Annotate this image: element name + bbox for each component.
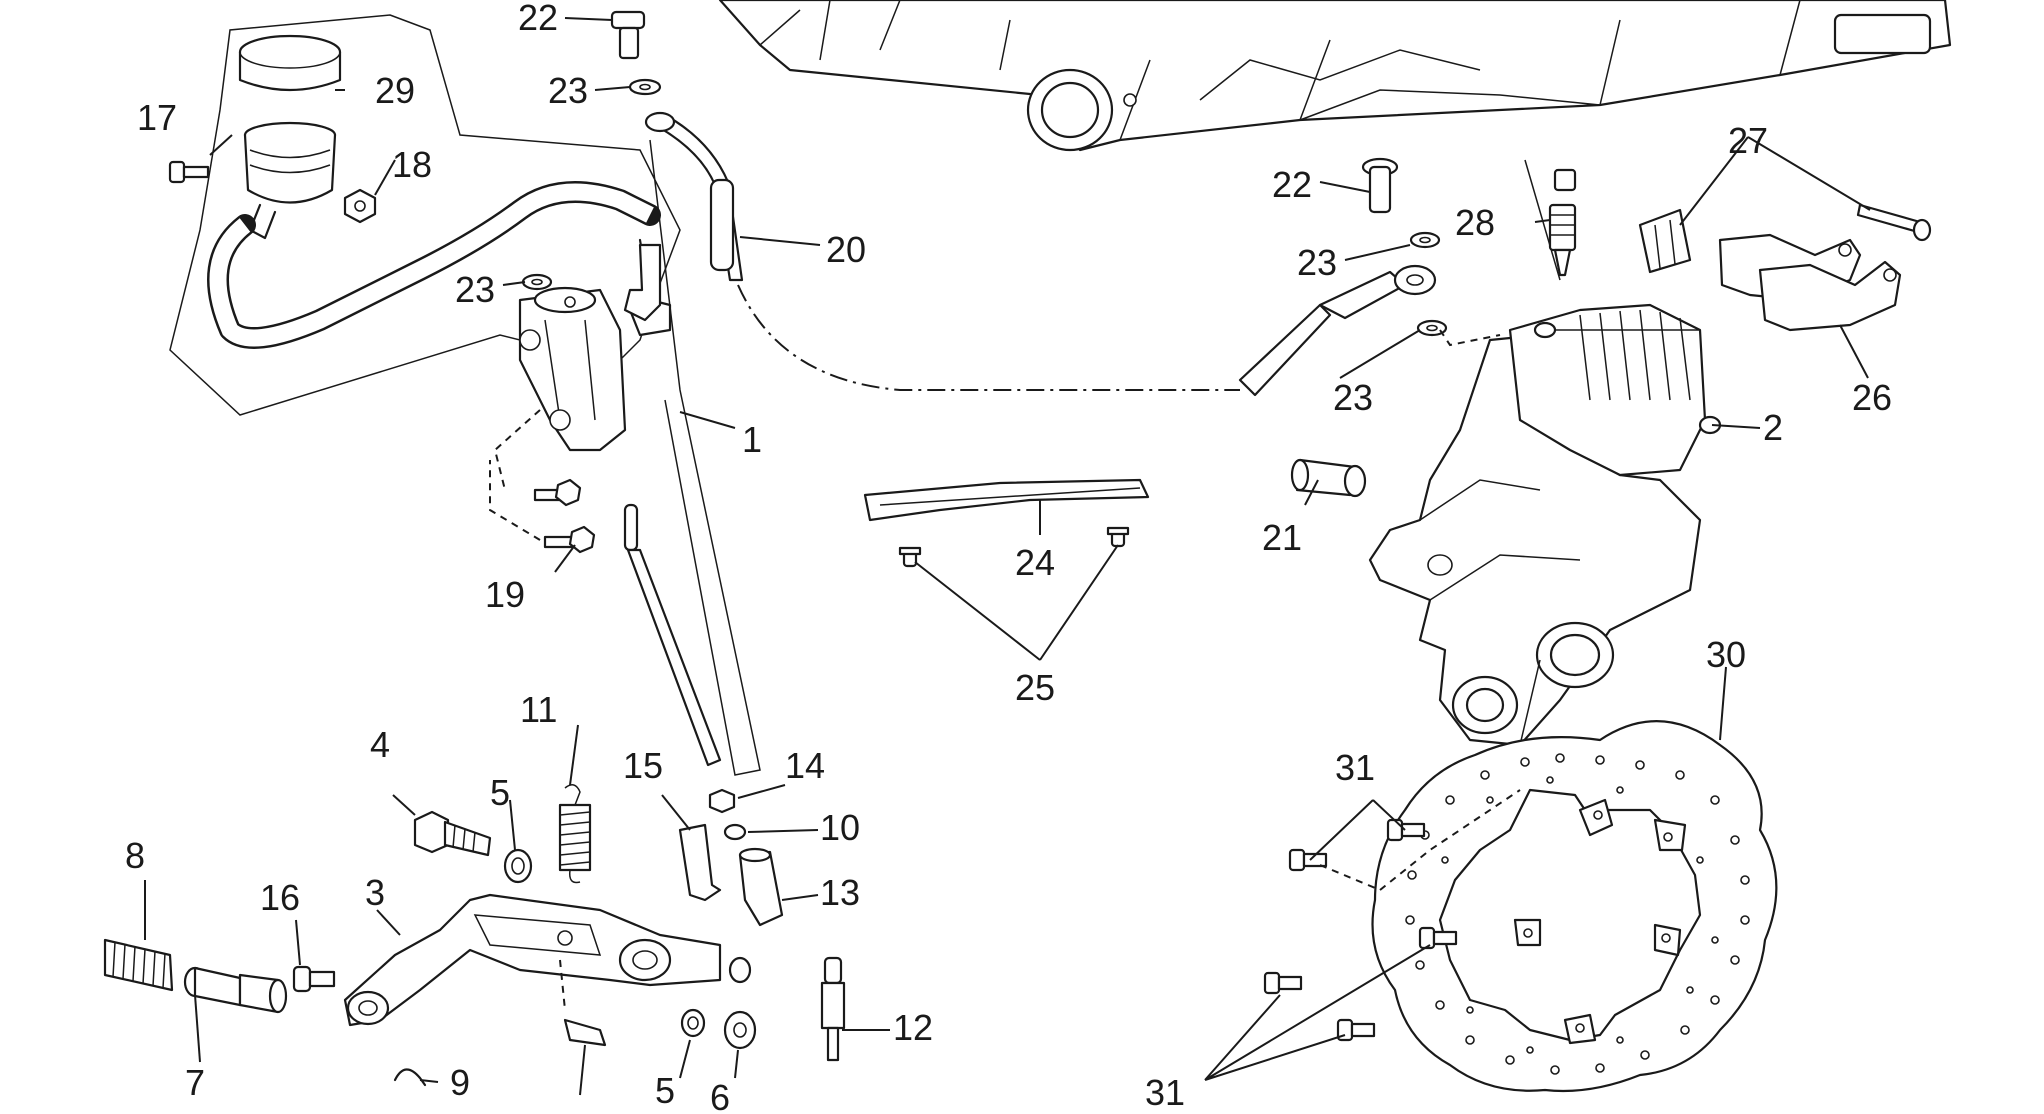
- caliper-carrier-2: [1368, 333, 1702, 747]
- callout-23-right-upper: 23: [1297, 242, 1337, 283]
- nut-18: [343, 188, 377, 224]
- callout-10: 10: [820, 807, 860, 848]
- reservoir-body: [243, 121, 337, 240]
- callout-27: 27: [1728, 120, 1768, 161]
- spring-11: [558, 784, 592, 884]
- pivot-bolt-4: [413, 810, 492, 857]
- callout-24: 24: [1015, 542, 1055, 583]
- mc-bolt-guide: [489, 409, 541, 541]
- callout-22-right: 22: [1272, 164, 1312, 205]
- pushrod: [623, 503, 722, 767]
- pad-spring-27: [1638, 208, 1692, 274]
- disc-bolt-31-d: [1263, 971, 1303, 995]
- callout-9: 9: [450, 1062, 470, 1103]
- callout-16: 16: [260, 877, 300, 918]
- caliper-body-2: [1508, 303, 1722, 477]
- callout-23-right-lower: 23: [1333, 377, 1373, 418]
- washer-5-upper: [503, 848, 533, 884]
- reservoir-cap: [238, 34, 342, 92]
- callout-29: 29: [375, 70, 415, 111]
- callout-13: 13: [820, 872, 860, 913]
- callout-4: 4: [370, 724, 390, 765]
- hose-end-caliper: [1238, 264, 1437, 397]
- pin-16: [292, 965, 336, 993]
- leader-lines: [144, 17, 1871, 1096]
- callout-23-mc: 23: [455, 269, 495, 310]
- caliper-guard-24: [863, 478, 1150, 522]
- callout-28: 28: [1455, 202, 1495, 243]
- washer-23-right-lower: [1416, 319, 1448, 337]
- pedal-rubber-8: [103, 938, 174, 992]
- clevis-fork-13: [738, 847, 784, 927]
- callout-11: 11: [520, 689, 557, 730]
- callout-22-top: 22: [518, 0, 558, 38]
- callout-15: 15: [623, 745, 663, 786]
- callout-26: 26: [1852, 377, 1892, 418]
- callout-19: 19: [485, 574, 525, 615]
- callout-5-lower: 5: [655, 1070, 675, 1111]
- washer-23-mc: [521, 273, 553, 291]
- caliper-hose-guide: [1439, 329, 1501, 347]
- bolt-17: [168, 160, 210, 184]
- screw-25-left: [898, 546, 922, 568]
- screw-25-right: [1106, 526, 1130, 548]
- callout-31-upper: 31: [1335, 747, 1375, 788]
- pedal-peg-7: [183, 966, 288, 1014]
- disc-bolt-31-e: [1336, 1018, 1376, 1042]
- brake-switch-12: [820, 956, 846, 1062]
- master-cylinder: [518, 286, 627, 452]
- callout-12: 12: [893, 1007, 933, 1048]
- small-bushing: [728, 956, 752, 984]
- callout-3: 3: [365, 872, 385, 913]
- clevis-15: [678, 823, 722, 902]
- bolt-19-lower: [543, 525, 596, 554]
- callout-labels: 22 23 29 17 18 20 23 1 19 22 23 23 28 27…: [125, 0, 1892, 1114]
- callout-21: 21: [1262, 517, 1302, 558]
- disc-holes: [1405, 753, 1750, 1075]
- elbow-fitting: [623, 243, 662, 322]
- disc-bolt-31-c: [1418, 926, 1458, 950]
- callout-18: 18: [392, 144, 432, 185]
- brake-disc-30: [1371, 720, 1778, 1093]
- callout-1: 1: [742, 419, 762, 460]
- washer-23-top: [628, 78, 662, 96]
- bleed-valve-28: [1524, 159, 1577, 281]
- swingarm-frame: [718, 0, 1952, 152]
- callout-8: 8: [125, 835, 145, 876]
- pin-32: [559, 959, 607, 1047]
- disc-bolt-guide: [1319, 789, 1521, 892]
- brake-pads-26: [1718, 233, 1902, 332]
- disc-bolt-31-a: [1288, 848, 1328, 872]
- washer-23-right-upper: [1409, 231, 1441, 249]
- callout-7: 7: [185, 1062, 205, 1103]
- brake-rod-1: [649, 139, 761, 776]
- callout-30: 30: [1706, 634, 1746, 675]
- clip-9: [393, 1068, 427, 1087]
- banjo-bolt-22-right: [1361, 157, 1399, 214]
- nut-14: [708, 788, 736, 814]
- callout-31-lower: 31: [1145, 1072, 1185, 1113]
- callout-5-upper: 5: [490, 772, 510, 813]
- banjo-bolt-22-top: [610, 10, 646, 60]
- callout-6: 6: [710, 1077, 730, 1114]
- callout-2: 2: [1763, 407, 1783, 448]
- sleeve-21: [1290, 458, 1367, 498]
- bolt-19-upper: [533, 478, 582, 507]
- washer-5-lower: [680, 1008, 706, 1038]
- callout-17: 17: [137, 97, 177, 138]
- brake-pedal-3: [343, 893, 722, 1027]
- brake-hose-20: [644, 111, 1240, 391]
- washer-6: [723, 1010, 757, 1050]
- callout-20: 20: [826, 229, 866, 270]
- circlip-10: [723, 823, 747, 841]
- callout-23-top: 23: [548, 70, 588, 111]
- pad-pin-27: [1856, 203, 1932, 242]
- disc-bolt-31-b: [1386, 818, 1426, 842]
- callout-14: 14: [785, 745, 825, 786]
- callout-25: 25: [1015, 667, 1055, 708]
